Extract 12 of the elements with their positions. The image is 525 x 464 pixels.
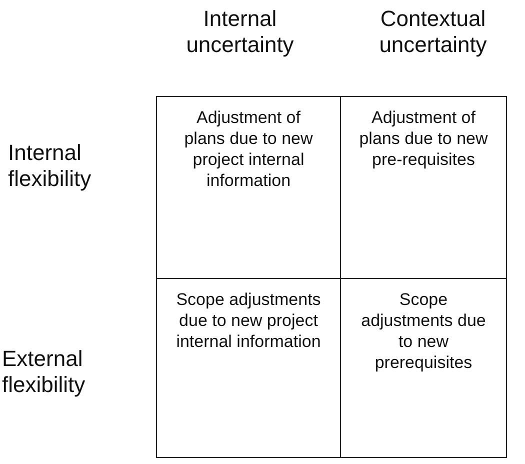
- matrix-cell: [340, 96, 507, 279]
- matrix-cell: [156, 278, 341, 458]
- column-header: Contextual uncertainty: [378, 6, 488, 58]
- column-header: Internal uncertainty: [185, 6, 295, 58]
- matrix-cell: [340, 278, 507, 458]
- cell-text: Scope adjustments due to new prerequisites: [360, 289, 487, 373]
- row-header: Internal flexibility: [8, 140, 92, 192]
- matrix-cell: [156, 96, 341, 279]
- cell-text: Adjustment of plans due to new pre-requisites: [358, 107, 489, 170]
- cell-text: Adjustment of plans due to new project internal information: [183, 107, 314, 191]
- cell-text: Scope adjustments due to new project internal information: [175, 289, 322, 352]
- row-header: External flexibility: [2, 346, 86, 398]
